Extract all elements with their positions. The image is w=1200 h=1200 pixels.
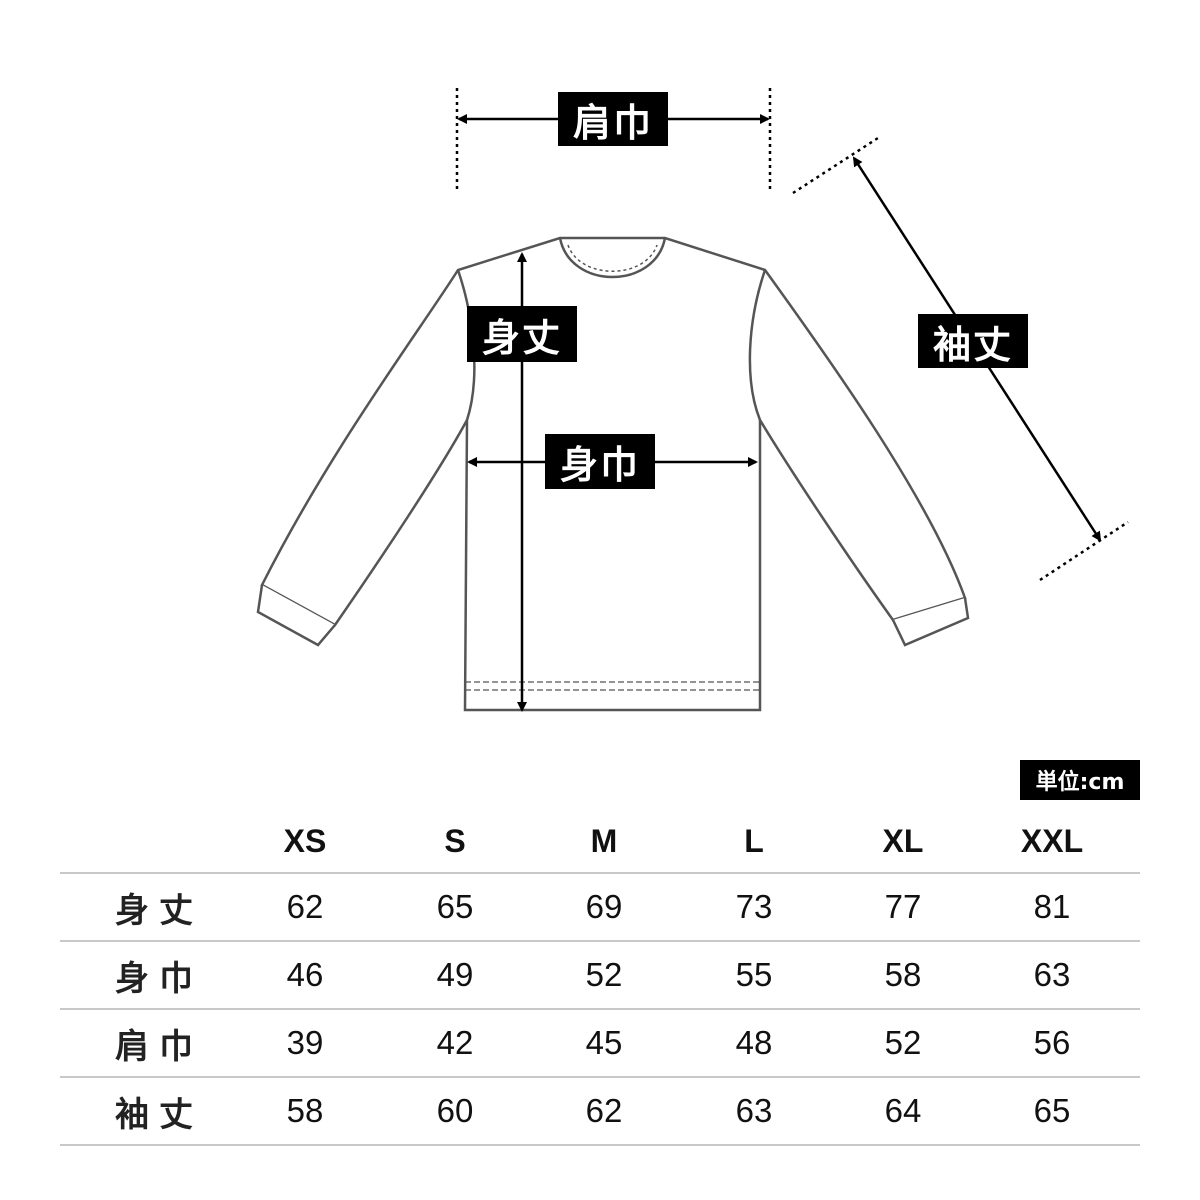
table-cell: 45 — [585, 1024, 623, 1061]
table-cell: 56 — [1033, 1024, 1071, 1061]
table-cell: 52 — [585, 956, 623, 993]
size-header: S — [444, 822, 466, 859]
table-cell: 62 — [286, 888, 324, 925]
size-header: M — [590, 822, 618, 859]
size-header: XL — [882, 822, 924, 859]
table-cell: 42 — [436, 1024, 474, 1061]
table-cell: 58 — [286, 1092, 324, 1129]
table-header-row: XS S M L XL XXL — [60, 810, 1140, 874]
sleeve-length-label: 袖丈 — [918, 314, 1028, 368]
row-label: 肩巾 — [115, 1026, 203, 1067]
table-cell: 69 — [585, 888, 623, 925]
table-cell: 63 — [735, 1092, 773, 1129]
size-table: XS S M L XL XXL 身丈 62 65 69 73 77 81 身巾 … — [60, 810, 1140, 1146]
table-row: 身丈 62 65 69 73 77 81 — [60, 874, 1140, 942]
table-cell: 65 — [436, 888, 474, 925]
unit-badge: 単位:cm — [1020, 760, 1140, 800]
table-row: 肩巾 39 42 45 48 52 56 — [60, 1010, 1140, 1078]
table-cell: 64 — [884, 1092, 922, 1129]
table-cell: 55 — [735, 956, 773, 993]
row-label: 身丈 — [115, 890, 203, 931]
table-cell: 65 — [1033, 1092, 1071, 1129]
table-row: 袖丈 58 60 62 63 64 65 — [60, 1078, 1140, 1146]
table-cell: 52 — [884, 1024, 922, 1061]
table-cell: 62 — [585, 1092, 623, 1129]
table-cell: 77 — [884, 888, 922, 925]
table-cell: 73 — [735, 888, 773, 925]
table-cell: 49 — [436, 956, 474, 993]
size-header: L — [744, 822, 764, 859]
row-label: 身巾 — [115, 958, 203, 999]
table-cell: 81 — [1033, 888, 1071, 925]
body-width-label: 身巾 — [545, 434, 655, 489]
row-label: 袖丈 — [115, 1094, 203, 1135]
table-cell: 58 — [884, 956, 922, 993]
size-header: XXL — [1020, 822, 1084, 859]
table-cell: 60 — [436, 1092, 474, 1129]
table-cell: 46 — [286, 956, 324, 993]
table-cell: 63 — [1033, 956, 1071, 993]
table-cell: 48 — [735, 1024, 773, 1061]
body-length-label: 身丈 — [467, 306, 577, 362]
table-cell: 39 — [286, 1024, 324, 1061]
size-header: XS — [283, 822, 327, 859]
shoulder-width-label: 肩巾 — [558, 92, 668, 146]
table-row: 身巾 46 49 52 55 58 63 — [60, 942, 1140, 1010]
